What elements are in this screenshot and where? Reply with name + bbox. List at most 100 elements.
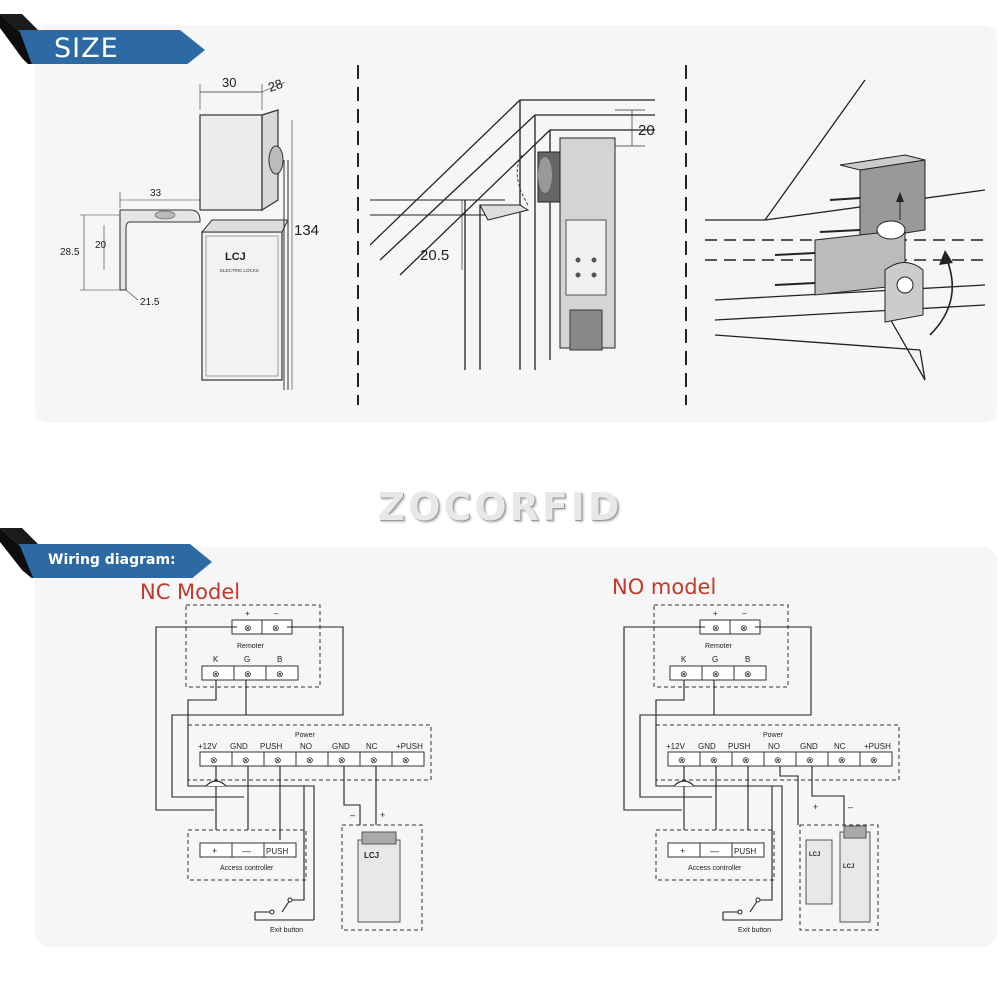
lock-brand-text: LCJ [225,251,246,263]
remoter-top-plus: + [713,609,718,618]
power-terminal-label: NO [768,742,780,751]
lock-body [201,231,283,381]
svg-text:⊗: ⊗ [242,755,250,765]
banner-ribbon-icon [0,528,212,578]
lock-minus-label: – [848,802,853,812]
svg-text:⊗: ⊗ [712,669,720,679]
svg-text:⊗: ⊗ [680,669,688,679]
svg-text:⊗: ⊗ [338,755,346,765]
svg-text:⊗: ⊗ [244,623,252,633]
power-terminal-label: NO [300,742,312,751]
power-terminal-label: +12V [666,742,686,751]
install-dim-20-label: 20 [638,122,655,139]
nc-model-title: NC Model [140,580,241,604]
remoter-g: G [712,655,718,664]
remoter-b: B [277,655,282,664]
controller-minus: — [710,846,719,856]
size-banner-label: SIZE [54,33,119,64]
wiring-banner: Wiring diagram: [0,528,220,578]
lock-magnet-block [199,114,263,211]
wiring-panel [35,547,997,947]
exit-button-label: Exit button [270,927,303,934]
lock-minus-label: – [350,810,355,820]
remoter-top-minus: – [742,609,747,618]
svg-text:⊗: ⊗ [274,755,282,765]
dim-21-5-label: 21.5 [140,297,160,308]
svg-text:LCJ: LCJ [364,851,379,860]
lock-plus-label: + [380,810,385,820]
svg-text:⊗: ⊗ [744,669,752,679]
nc-wiring-diagram: + – ⊗ ⊗ Remoter K G B ⊗ ⊗ ⊗ Power +12V GND … [155,604,432,934]
power-terminal-label: NC [366,742,378,751]
svg-text:⊗: ⊗ [306,755,314,765]
lock-caption-text: ELECTRIC LOCKS [220,268,259,273]
svg-text:⊗: ⊗ [774,755,782,765]
power-terminal-labels: +12V GND PUSH NO GND NC +PUSH [198,742,423,751]
dim-30-label: 30 [222,75,236,90]
controller-minus: — [242,846,251,856]
remoter-g: G [244,655,250,664]
remoter-label: Remoter [237,643,265,650]
svg-text:⊗: ⊗ [838,755,846,765]
nc-lock-picture [357,839,401,923]
lock-dimension-drawing: LCJ ELECTRIC LOCKS 30 28 33 134 28.5 20 … [60,75,319,390]
install-dim-20-5-label: 20.5 [420,247,449,264]
dim-33-label: 33 [150,188,162,199]
controller-plus: + [212,846,217,856]
remoter-k: K [213,655,219,664]
power-terminal-label: PUSH [728,742,750,751]
power-terminal-label: NC [834,742,846,751]
l-bracket [119,209,201,291]
controller-push: PUSH [266,847,288,856]
dim-134-label: 134 [294,222,319,239]
dim-28-5-label: 28.5 [60,247,80,258]
power-terminal-label: GND [698,742,716,751]
divider-1 [357,65,359,405]
divider-2 [685,65,687,405]
controller-push: PUSH [734,847,756,856]
dim-28-label: 28 [266,76,285,95]
svg-text:⊗: ⊗ [710,755,718,765]
no-wiring-diagram: + – ⊗⊗ Remoter K G B ⊗⊗⊗ Power +12V GND … [623,604,900,934]
power-terminal-label: GND [332,742,350,751]
no-lock-picture-small [805,839,833,905]
power-terminal-label: GND [800,742,818,751]
exit-button-label: Exit button [738,927,771,934]
controller-label: Access controller [220,865,274,872]
svg-text:⊗: ⊗ [276,669,284,679]
power-terminal-label: +PUSH [864,742,891,751]
banner-ribbon-icon [0,14,205,64]
remoter-label: Remoter [705,643,733,650]
svg-text:⊗: ⊗ [370,755,378,765]
remoter-b: B [745,655,750,664]
svg-text:⊗: ⊗ [712,623,720,633]
power-terminal-label: GND [230,742,248,751]
no-lock-picture-large [839,831,871,923]
remoter-k: K [681,655,687,664]
svg-text:⊗: ⊗ [806,755,814,765]
door-install-drawing: 20 20.5 [370,99,655,370]
svg-text:⊗: ⊗ [678,755,686,765]
lock-plus-label: + [813,802,818,812]
magnet-face-icon [268,145,284,175]
svg-text:⊗: ⊗ [742,755,750,765]
power-label: Power [295,732,316,739]
svg-text:⊗: ⊗ [244,669,252,679]
power-terminal-label: PUSH [260,742,282,751]
size-banner: SIZE [0,14,210,64]
power-label: Power [763,732,784,739]
svg-text:⊗: ⊗ [212,669,220,679]
controller-plus: + [680,846,685,856]
size-panel [35,25,997,423]
remoter-top-minus: – [274,609,279,618]
no-model-title: NO model [612,575,717,599]
svg-text:⊗: ⊗ [870,755,878,765]
svg-text:LCJ: LCJ [809,852,820,858]
frame-mount-drawing [705,79,986,381]
power-terminal-label: +PUSH [396,742,423,751]
brand-watermark: ZOCORFID [377,485,623,529]
remoter-top-plus: + [245,609,250,618]
svg-text:⊗: ⊗ [210,755,218,765]
power-terminal-label: +12V [198,742,218,751]
wiring-banner-label: Wiring diagram: [48,552,176,568]
